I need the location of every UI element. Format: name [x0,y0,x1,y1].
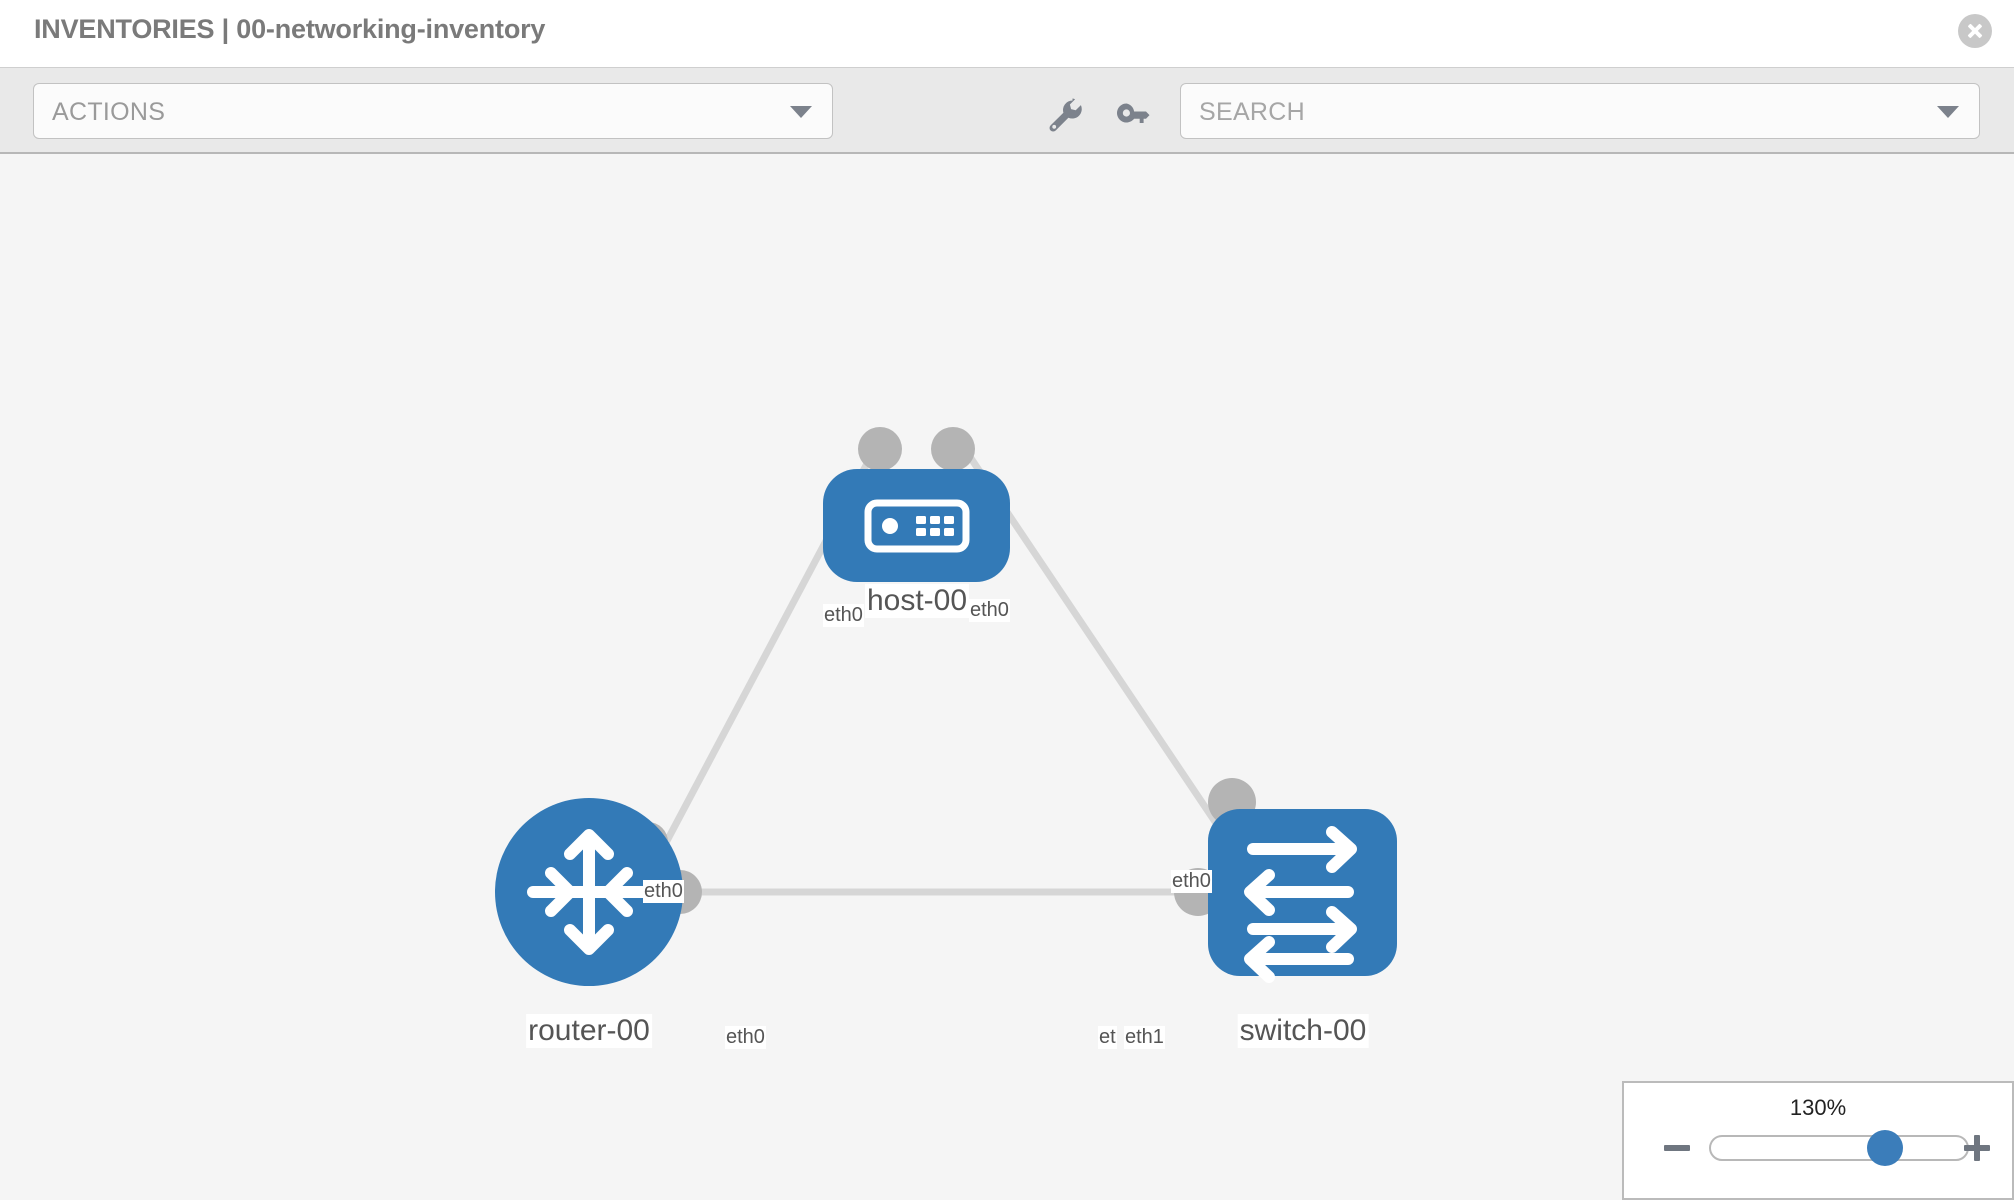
edge-label-host-switch-near: eth0 [969,599,1010,622]
topology-toolbar: ACTIONS SEARCH [0,68,2014,154]
topology-node-router-00 [495,798,683,986]
plus-icon[interactable] [1962,1133,1992,1163]
zoom-slider-thumb[interactable] [1867,1130,1904,1166]
topology-canvas[interactable]: host-00 router-00 switch-00 eth0 eth0 et… [0,154,2014,1200]
edge-label-router-switch-far: eth1 [1124,1026,1165,1049]
page-header: INVENTORIES | 00-networking-inventory [0,0,2014,68]
plus-icon-stroke-v [1974,1135,1980,1161]
minus-icon-stroke [1664,1145,1690,1151]
close-icon[interactable] [1958,14,1992,48]
router-arrows-icon [527,829,651,955]
endpoint-host-left [858,427,902,471]
edge-label-host-switch-far: eth0 [1171,870,1212,893]
search-input-placeholder: SEARCH [1199,98,1305,126]
actions-dropdown-label: ACTIONS [52,98,166,126]
topology-node-switch-00 [1208,809,1397,983]
key-icon[interactable] [1112,96,1152,136]
zoom-level-value: 130% [1789,1095,1847,1120]
topology-graph [495,427,1397,986]
endpoint-host-right [931,427,975,471]
page-title: INVENTORIES | 00-networking-inventory [34,14,546,44]
edge-label-host-router-near: eth0 [823,604,864,627]
node-label-router-00: router-00 [526,1014,652,1048]
edge-label-router-switch-overlap: et [1098,1026,1117,1049]
minus-icon[interactable] [1662,1133,1692,1163]
search-input[interactable]: SEARCH [1180,83,1980,139]
edge-label-host-router-far: eth0 [643,880,684,903]
zoom-slider[interactable] [1709,1130,1969,1166]
server-icon [864,499,970,553]
wrench-icon[interactable] [1045,96,1085,136]
chevron-down-icon [790,106,812,118]
switch-arrows-icon [1244,826,1357,983]
chevron-down-icon [1937,106,1959,118]
node-label-host-00: host-00 [864,584,970,618]
actions-dropdown[interactable]: ACTIONS [33,83,833,139]
node-label-switch-00: switch-00 [1237,1014,1369,1048]
topology-node-host-00 [823,469,1010,582]
edge-label-router-switch-near: eth0 [725,1026,766,1049]
zoom-control-panel: 130% [1622,1081,2014,1200]
